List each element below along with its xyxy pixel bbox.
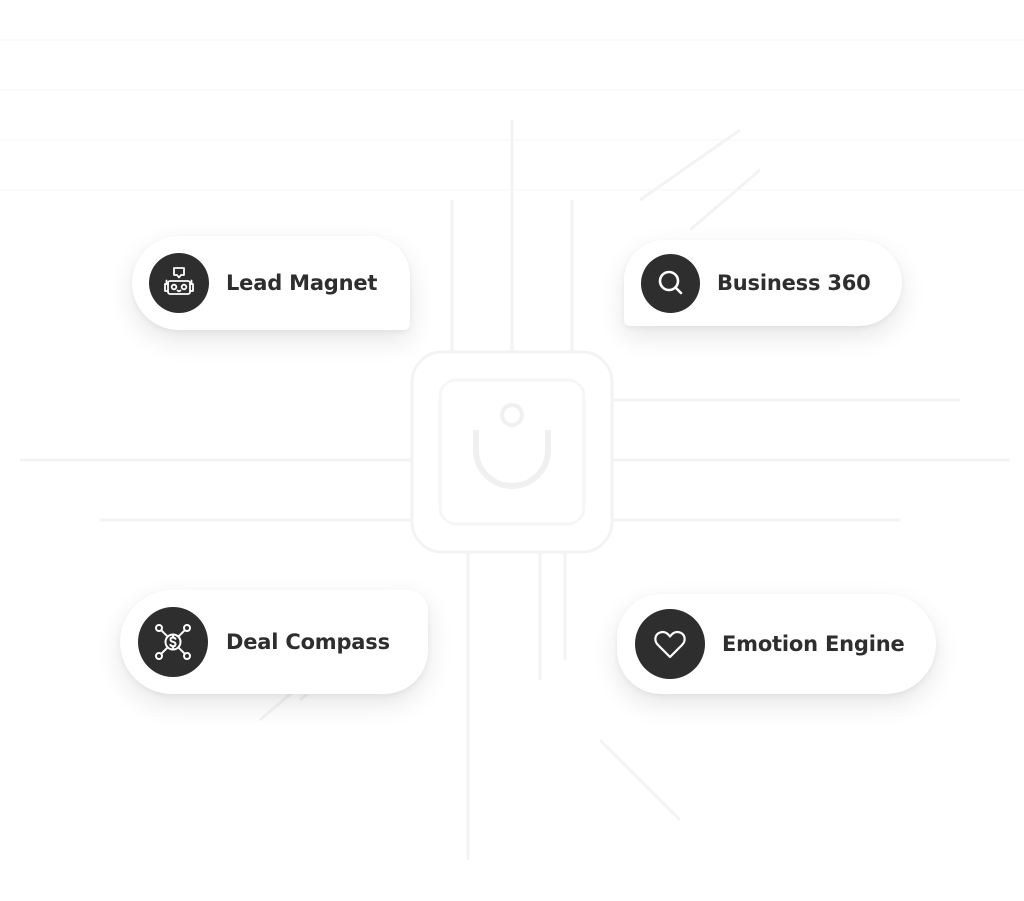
icon-badge <box>149 253 209 313</box>
icon-badge <box>641 253 700 313</box>
feature-label: Lead Magnet <box>226 271 378 295</box>
feature-pill-emotion-engine[interactable]: Emotion Engine <box>617 594 936 694</box>
feature-pill-lead-magnet[interactable]: Lead Magnet <box>132 236 410 330</box>
feature-label: Deal Compass <box>226 630 390 654</box>
feature-label: Business 360 <box>717 271 871 295</box>
icon-badge <box>138 607 208 677</box>
search-icon <box>658 270 682 295</box>
dollar-network-icon <box>155 624 191 660</box>
robot-chat-icon <box>164 267 194 295</box>
feature-pill-deal-compass[interactable]: Deal Compass <box>120 590 428 694</box>
feature-pill-business-360[interactable]: Business 360 <box>624 240 902 326</box>
heart-icon <box>654 630 686 659</box>
icon-badge <box>635 609 705 679</box>
feature-label: Emotion Engine <box>722 632 905 656</box>
